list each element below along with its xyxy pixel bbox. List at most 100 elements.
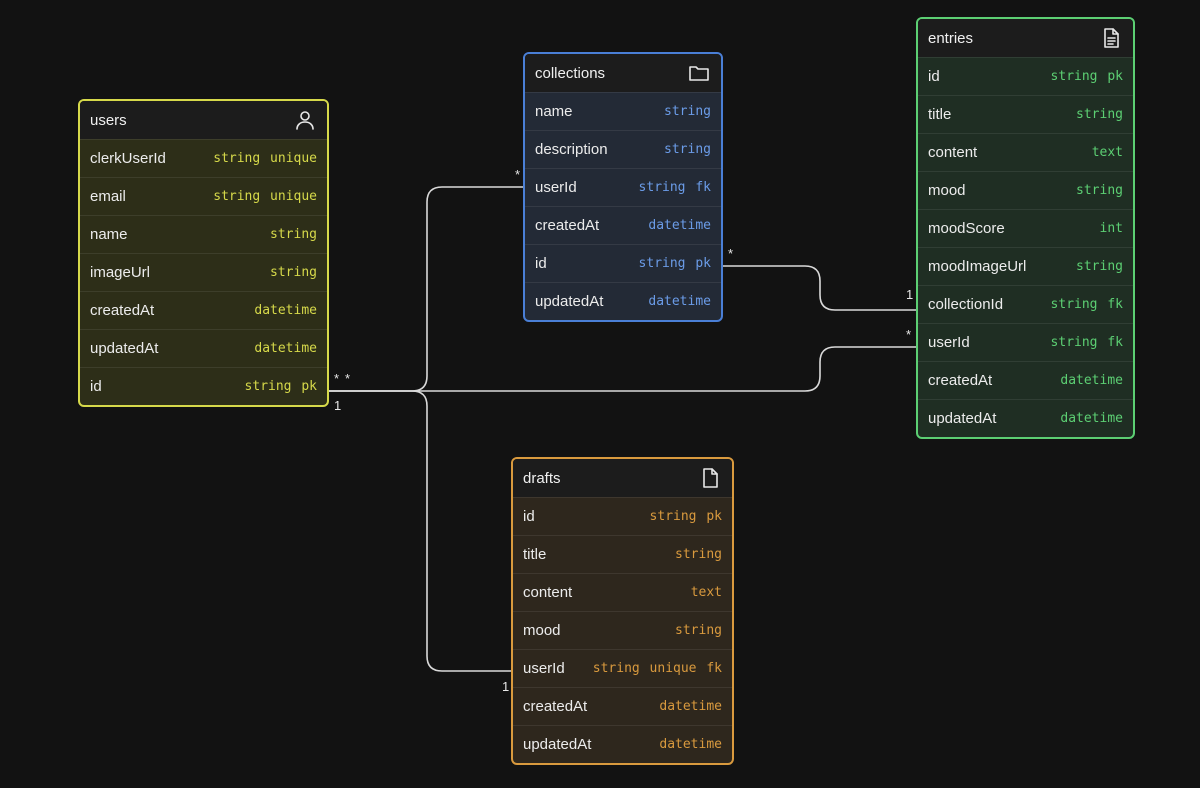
field-name: updatedAt: [523, 736, 592, 753]
field-name: updatedAt: [535, 293, 604, 310]
field-row[interactable]: moodScore int: [918, 209, 1133, 247]
field-type: string: [1076, 183, 1123, 198]
field-row[interactable]: mood string: [513, 611, 732, 649]
field-row[interactable]: updatedAt datetime: [525, 282, 721, 320]
field-type: string fk: [638, 180, 711, 195]
field-type: datetime: [254, 303, 317, 318]
field-name: mood: [928, 182, 966, 199]
field-type: datetime: [254, 341, 317, 356]
field-type: datetime: [1060, 373, 1123, 388]
field-name: id: [90, 378, 102, 395]
table-title: drafts: [523, 469, 561, 487]
folder-icon: [687, 61, 711, 85]
field-type: datetime: [648, 294, 711, 309]
edge-users-entries: [328, 346, 918, 392]
field-row[interactable]: mood string: [918, 171, 1133, 209]
field-row[interactable]: createdAt datetime: [513, 687, 732, 725]
field-row[interactable]: name string: [525, 92, 721, 130]
table-header[interactable]: entries: [918, 19, 1133, 57]
field-type: string fk: [1050, 297, 1123, 312]
field-type: string: [1076, 107, 1123, 122]
cardinality-users-extra: *: [345, 371, 351, 386]
field-name: createdAt: [535, 217, 600, 234]
field-type: string fk: [1050, 335, 1123, 350]
field-name: name: [535, 103, 573, 120]
field-name: name: [90, 226, 128, 243]
field-name: moodScore: [928, 220, 1005, 237]
field-type: string: [270, 227, 317, 242]
field-type: string unique: [213, 189, 317, 204]
field-name: createdAt: [928, 372, 993, 389]
field-name: title: [523, 546, 547, 563]
field-row[interactable]: name string: [80, 215, 327, 253]
edge-users-drafts: [328, 390, 513, 672]
field-type: string unique: [213, 151, 317, 166]
field-name: mood: [523, 622, 561, 639]
field-row[interactable]: createdAt datetime: [80, 291, 327, 329]
field-type: string: [664, 142, 711, 157]
field-row[interactable]: updatedAt datetime: [513, 725, 732, 763]
field-type: datetime: [659, 699, 722, 714]
field-name: content: [928, 144, 978, 161]
field-name: title: [928, 106, 952, 123]
field-name: imageUrl: [90, 264, 151, 281]
cardinality-collections-users: *: [515, 167, 521, 182]
field-type: string: [664, 104, 711, 119]
field-row[interactable]: clerkUserId string unique: [80, 139, 327, 177]
field-type: text: [1091, 145, 1123, 160]
field-row[interactable]: content text: [918, 133, 1133, 171]
field-name: clerkUserId: [90, 150, 166, 167]
field-row[interactable]: title string: [918, 95, 1133, 133]
field-type: string pk: [244, 379, 317, 394]
field-name: id: [535, 255, 547, 272]
field-row[interactable]: id string pk: [80, 367, 327, 405]
field-name: userId: [535, 179, 577, 196]
user-icon: [293, 108, 317, 132]
field-type: datetime: [659, 737, 722, 752]
field-name: id: [928, 68, 940, 85]
cardinality-users-collections: 1: [334, 398, 342, 413]
edge-users-collections: [328, 186, 525, 392]
field-row[interactable]: createdAt datetime: [525, 206, 721, 244]
field-row[interactable]: imageUrl string: [80, 253, 327, 291]
field-type: string: [270, 265, 317, 280]
cardinality-users-entries: *: [334, 371, 340, 386]
field-type: string: [1076, 259, 1123, 274]
field-type: int: [1099, 221, 1123, 236]
field-row[interactable]: createdAt datetime: [918, 361, 1133, 399]
field-name: createdAt: [523, 698, 588, 715]
field-type: string pk: [638, 256, 711, 271]
field-type: datetime: [1060, 411, 1123, 426]
field-type: string: [675, 623, 722, 638]
table-header[interactable]: collections: [525, 54, 721, 92]
cardinality-entries-users: *: [906, 327, 912, 342]
table-header[interactable]: users: [80, 101, 327, 139]
field-row[interactable]: id string pk: [525, 244, 721, 282]
cardinality-drafts-users: 1: [502, 679, 510, 694]
field-row[interactable]: userId string fk: [525, 168, 721, 206]
cardinality-collections-entries: *: [728, 246, 734, 261]
field-name: createdAt: [90, 302, 155, 319]
document-text-icon: [1099, 26, 1123, 50]
field-type: datetime: [648, 218, 711, 233]
table-header[interactable]: drafts: [513, 459, 732, 497]
field-type: string pk: [649, 509, 722, 524]
cardinality-entries-collections: 1: [906, 287, 914, 302]
